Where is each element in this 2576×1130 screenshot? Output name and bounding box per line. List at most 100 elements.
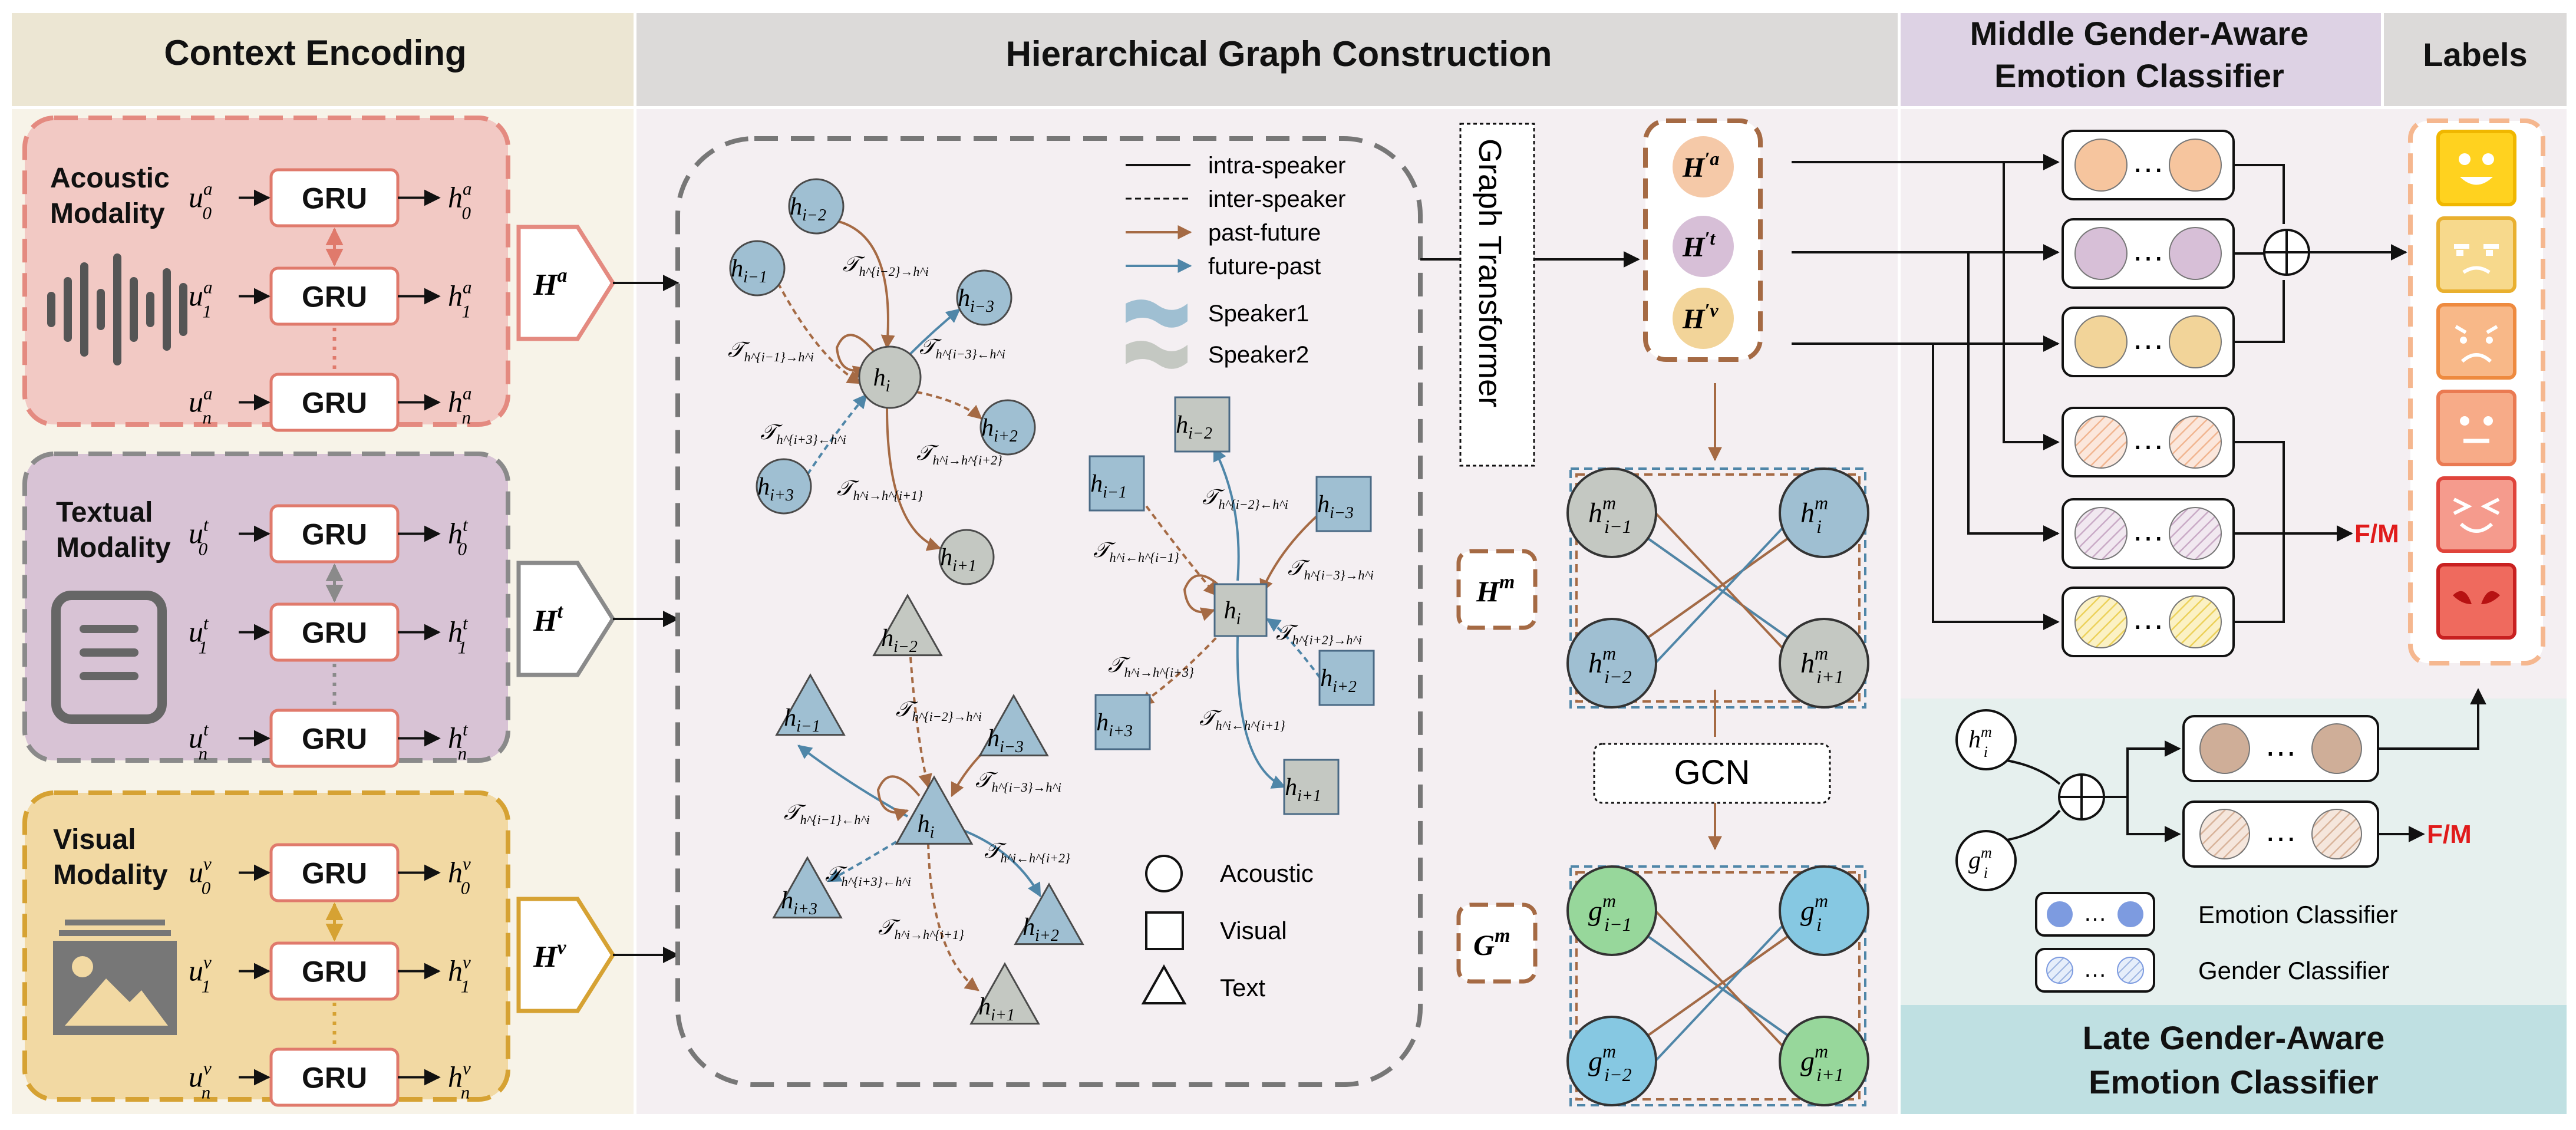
hm-node-label-sub: i bbox=[1816, 516, 1822, 537]
gru-output-label-base: h bbox=[448, 386, 463, 419]
acoustic-node-label: hi bbox=[873, 364, 890, 396]
edge-acoustic-2 bbox=[777, 282, 862, 384]
classifier-node bbox=[2169, 227, 2222, 280]
gru-input-label-base: u bbox=[189, 954, 203, 987]
ha-sup: a bbox=[557, 265, 567, 286]
edge-label-visual-2-sub: h^i←h^{i−1} bbox=[1110, 550, 1179, 565]
gru-input-label-base: u bbox=[189, 722, 203, 755]
hm-node bbox=[1566, 618, 1657, 709]
gm-node bbox=[1566, 1016, 1657, 1106]
face-disgust-icon bbox=[2436, 563, 2516, 640]
late-legend-gender-node bbox=[2046, 957, 2073, 984]
acoustic-node-label: hi+2 bbox=[981, 414, 1018, 446]
visual-modality-block: Visual Modality bbox=[22, 790, 510, 1102]
gru-output-label-sup: t bbox=[463, 613, 469, 634]
legend-past-future-label: past-future bbox=[1208, 220, 1321, 246]
face-eye bbox=[2486, 250, 2493, 256]
ellipsis: … bbox=[2132, 510, 2165, 548]
gru-input-label-base: u bbox=[189, 1060, 203, 1093]
late-g-node bbox=[1955, 830, 2017, 891]
gru-output-label-sup: a bbox=[463, 179, 472, 199]
visual-node-label-base: h bbox=[1320, 665, 1332, 692]
selfloop-text bbox=[876, 775, 921, 822]
textual-name-1: Textual bbox=[56, 497, 153, 528]
gru-input-label-base: u bbox=[189, 517, 203, 550]
gru-output-label-sup: a bbox=[463, 383, 472, 404]
gender-merge bbox=[2234, 441, 2285, 623]
gru-input-label-sub: 0 bbox=[199, 539, 208, 559]
visual-node-label-sub: i+2 bbox=[1332, 678, 1357, 696]
edge-label-text-1-sub: h^{i−2}→h^i bbox=[912, 709, 982, 724]
gru-output-label-sup: v bbox=[463, 952, 471, 973]
late-emotion-to-labels-arrow bbox=[2378, 688, 2486, 750]
gru-label: GRU bbox=[302, 182, 367, 215]
acoustic-node-label-base: h bbox=[731, 255, 743, 282]
face-eye bbox=[2481, 591, 2500, 604]
edge-acoustic-3 bbox=[909, 308, 961, 355]
face-eye bbox=[2456, 250, 2463, 256]
acoustic-node-label: hi−1 bbox=[731, 255, 767, 286]
gm-node-label-sub: i−2 bbox=[1604, 1064, 1631, 1085]
gru-input-label-sup: a bbox=[203, 383, 213, 404]
context-encoding-header-bg bbox=[12, 13, 634, 106]
gru-input-label-base: u bbox=[189, 386, 203, 419]
text-node bbox=[978, 694, 1049, 757]
late-header-bg bbox=[1901, 1005, 2567, 1114]
hm-base: H bbox=[1476, 575, 1500, 608]
gru-input-label-base: u bbox=[189, 279, 203, 312]
late-h-edge bbox=[2006, 759, 2061, 785]
gru-output-label-sub: 1 bbox=[462, 301, 471, 322]
face-brow bbox=[2486, 325, 2498, 334]
gm-node-label-sub: i+1 bbox=[1816, 1064, 1843, 1085]
gru-output-label-base: h bbox=[448, 279, 463, 312]
face-eye bbox=[2486, 337, 2493, 344]
face-annoyed-icon bbox=[2436, 216, 2516, 293]
ellipsis: … bbox=[2132, 319, 2165, 356]
gm-node-label-base: g bbox=[1800, 895, 1815, 927]
gru-input-label-sub: 0 bbox=[202, 878, 211, 898]
text-node-label: hi−1 bbox=[784, 704, 820, 736]
gm-node-label-sub: i bbox=[1816, 914, 1822, 935]
face-eye bbox=[2483, 416, 2493, 426]
edge-label-acoustic-1-sub: h^{i−2}→h^i bbox=[859, 264, 929, 279]
face-eye bbox=[2453, 591, 2472, 604]
gru-input-label-sup: t bbox=[203, 613, 209, 634]
visual-node bbox=[1315, 476, 1372, 532]
edge-label-acoustic-3-sub: h^{i−3}←h^i bbox=[936, 347, 1005, 361]
edge-label-text-5: 𝒯h^{i+3}←h^i bbox=[825, 862, 911, 889]
face-eye bbox=[2453, 498, 2472, 515]
text-node-label-sub: i−3 bbox=[1000, 738, 1024, 756]
hprime-t-base: H bbox=[1682, 232, 1706, 263]
acoustic-node-label: hi+3 bbox=[757, 473, 794, 505]
text-node-label-sub: i+2 bbox=[1035, 927, 1059, 945]
visual-node bbox=[1094, 694, 1151, 750]
subgraphs: hi−2hi−1hi−3hi+2hi+3hi+1hi𝒯h^{i−2}→h^i𝒯h… bbox=[728, 178, 1375, 1025]
gru-label: GRU bbox=[302, 956, 367, 989]
emotion-faces bbox=[2436, 130, 2516, 640]
ellipsis: … bbox=[2132, 230, 2165, 268]
gcn-box: GCN bbox=[1593, 743, 1831, 804]
legend-acoustic-circle bbox=[1145, 855, 1183, 892]
late-classifier-node bbox=[2311, 723, 2362, 774]
legend-intra-label: intra-speaker bbox=[1208, 153, 1345, 179]
gender-branch-a bbox=[2003, 162, 2060, 450]
acoustic-node-label-sub: i−2 bbox=[802, 206, 826, 225]
gru-output-label-base: h bbox=[448, 615, 463, 648]
text-node-label-base: h bbox=[987, 725, 1000, 752]
gru-output-label-base: h bbox=[448, 954, 463, 987]
face-eye bbox=[2460, 416, 2469, 426]
gru-output-label-base: h bbox=[448, 722, 463, 755]
gru-output-label-base: h bbox=[448, 856, 463, 889]
acoustic-node bbox=[858, 345, 922, 409]
classifier-node bbox=[2074, 227, 2128, 280]
edge-acoustic-5 bbox=[916, 391, 982, 420]
hprime-t-node bbox=[1673, 216, 1734, 277]
legend-inter-label: inter-speaker bbox=[1208, 186, 1345, 212]
gru-input-label-sup: a bbox=[203, 277, 213, 298]
feature-ha: Ha bbox=[516, 225, 616, 341]
gru-output-label-sub: 0 bbox=[458, 539, 467, 559]
